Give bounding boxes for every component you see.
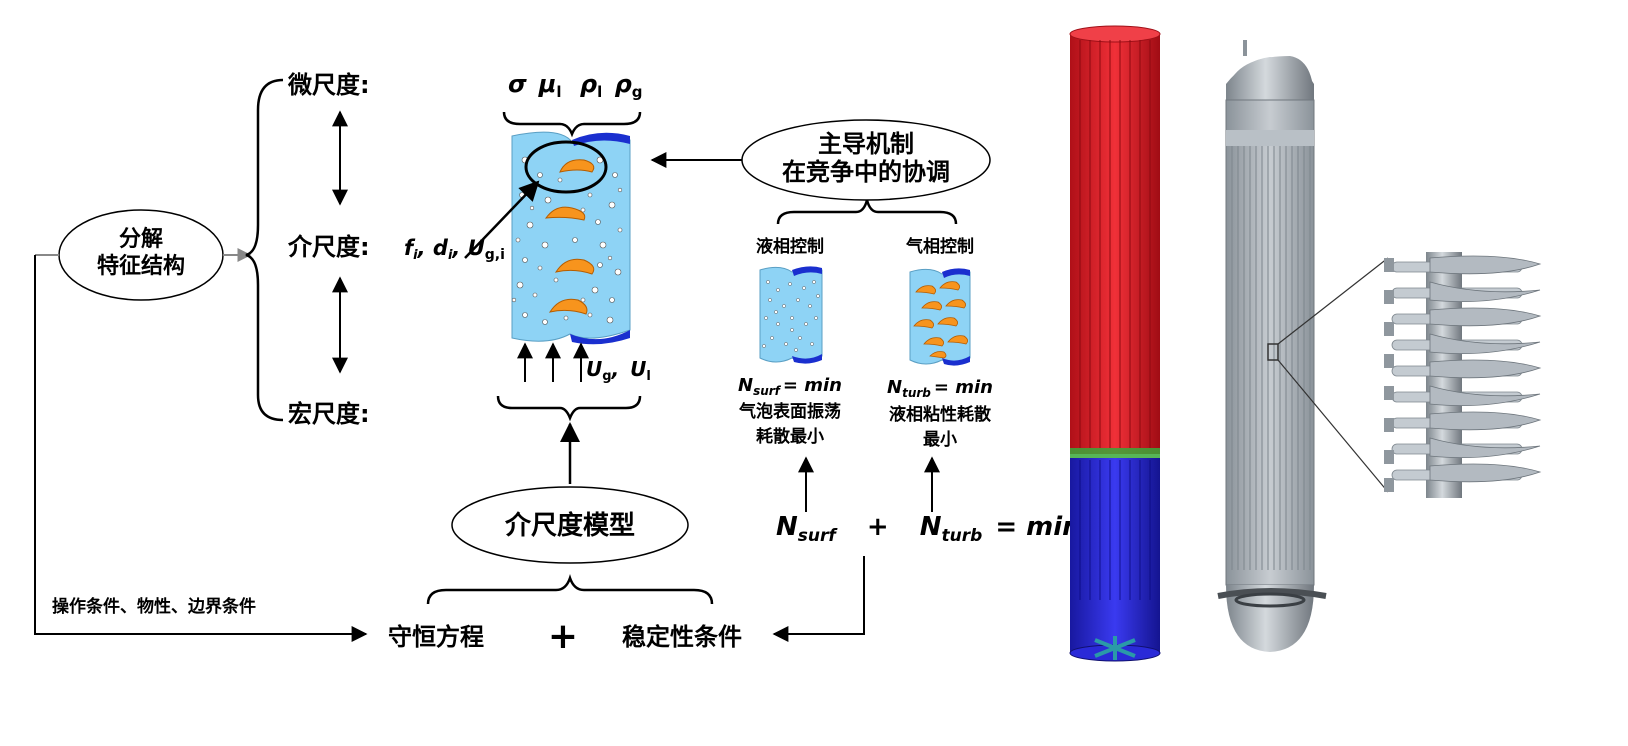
gas-control-equation: Nturb= min xyxy=(887,377,993,400)
gas-control-column xyxy=(909,268,971,366)
decompose-line2: 特征结构 xyxy=(97,253,185,279)
liquid-control-equation: Nsurf= min xyxy=(738,375,842,398)
meso-params-pointer xyxy=(464,180,540,259)
meso-model-node: 介尺度模型 xyxy=(451,486,689,564)
equations-brace xyxy=(426,574,714,605)
mechanism-line2: 在竞争中的协调 xyxy=(782,158,950,186)
meso-model-label: 介尺度模型 xyxy=(504,510,635,541)
mechanism-node: 主导机制 在竞争中的协调 xyxy=(741,119,991,201)
scales-brace xyxy=(245,78,284,422)
zoom-line-top xyxy=(1277,257,1389,345)
meso-params: fi, di, Ug,i xyxy=(404,236,505,263)
gas-control-desc2: 最小 xyxy=(923,430,957,450)
large-bubbles xyxy=(544,159,595,315)
bubble-column xyxy=(511,131,631,345)
meso-scale-label: 介尺度: xyxy=(287,233,370,261)
micro-zoom-ellipse xyxy=(524,140,608,194)
conditions-arrow xyxy=(34,255,368,642)
macro-scale-label: 宏尺度: xyxy=(288,400,370,428)
equation-to-stability-arrow xyxy=(772,556,865,642)
operating-conditions-label: 操作条件、物性、边界条件 xyxy=(52,596,256,617)
gas-control-title: 气相控制 xyxy=(905,236,974,257)
decompose-line1: 分解 xyxy=(119,226,163,252)
total-equation: Nsurf + Nturb = min xyxy=(776,512,1081,548)
liquid-control-desc2: 耗散最小 xyxy=(756,426,824,447)
column-bottom-brace xyxy=(496,395,642,422)
conservation-label: 守恒方程 xyxy=(388,623,484,651)
liquid-control-column xyxy=(759,266,823,364)
plus-symbol: + xyxy=(548,616,578,657)
colored-reactor-model xyxy=(1069,25,1161,662)
micro-scale-label: 微尺度: xyxy=(287,71,370,99)
mechanism-line1: 主导机制 xyxy=(818,130,914,158)
zoom-line-bottom xyxy=(1277,359,1389,493)
grey-reactor-model xyxy=(1217,40,1327,652)
zoomed-internals xyxy=(1384,252,1542,498)
velocity-labels: Ug, Ul xyxy=(586,357,651,384)
properties-brace xyxy=(502,111,642,138)
small-bubbles xyxy=(511,156,623,325)
mechanism-brace xyxy=(776,199,958,225)
liquid-control-title: 液相控制 xyxy=(756,236,824,257)
decompose-node: 分解 特征结构 xyxy=(58,209,224,301)
gas-control-desc1: 液相粘性耗散 xyxy=(889,404,992,425)
liquid-control-desc1: 气泡表面振荡 xyxy=(738,401,841,422)
zoom-marker xyxy=(1267,343,1279,361)
stability-label: 稳定性条件 xyxy=(622,623,742,651)
